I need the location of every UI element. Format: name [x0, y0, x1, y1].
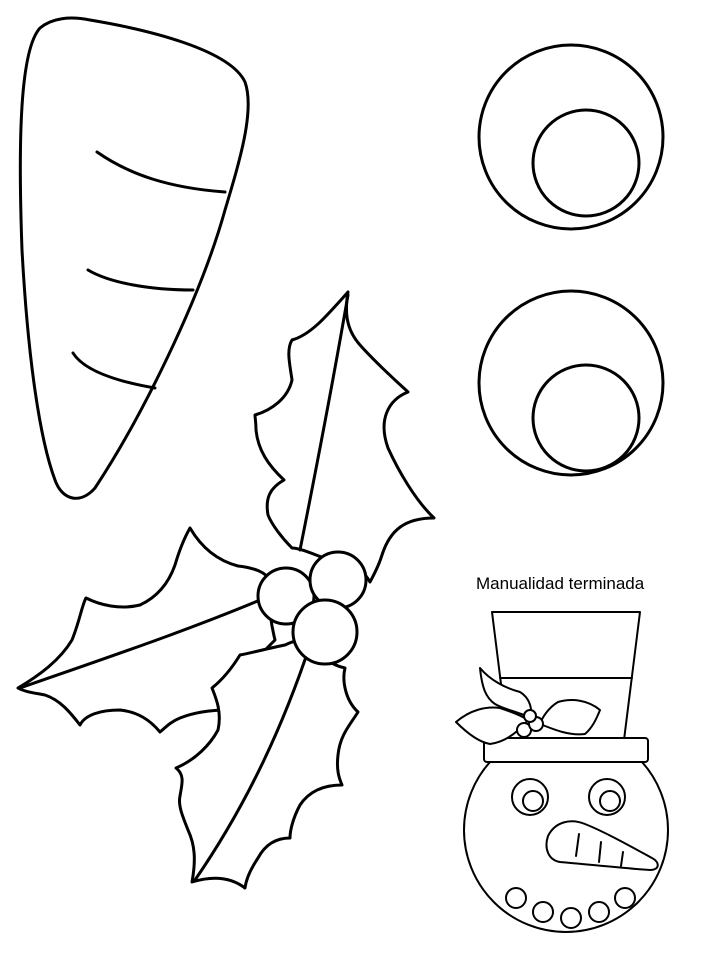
- holly-leaf-lower-vein: [193, 643, 312, 882]
- holly-template: [16, 290, 436, 890]
- holly-berry-3: [291, 598, 359, 666]
- nose-line-2: [598, 841, 602, 863]
- mouth-dot-3: [560, 907, 582, 929]
- snowman-face-craft: [455, 611, 669, 933]
- mouth-dot-2: [532, 901, 554, 923]
- eye-template-bottom: [477, 289, 665, 477]
- eye-left: [511, 778, 549, 816]
- mouth-dot-1: [505, 887, 527, 909]
- finished-craft-caption: Manualidad terminada: [476, 574, 645, 593]
- hat-berry-3: [523, 709, 537, 723]
- mouth-dot-4: [588, 901, 610, 923]
- carrot-nose: [545, 820, 659, 871]
- carrot-line-2: [86, 268, 195, 292]
- holly-leaf-lower: [174, 637, 360, 890]
- hat-brim: [483, 737, 649, 763]
- holly-leaf-left: [16, 526, 277, 734]
- holly-leaf-left-vein: [18, 593, 274, 690]
- eye-right: [588, 778, 626, 816]
- carrot-line-1: [95, 150, 227, 194]
- holly-leaf-upper: [253, 290, 436, 584]
- nose-line-3: [620, 851, 624, 867]
- eye-template-top: [477, 43, 665, 231]
- carrot-line-3: [71, 351, 157, 390]
- holly-leaf-upper-vein: [298, 293, 350, 552]
- nose-line-1: [575, 833, 580, 857]
- carrot-nose-template: [18, 16, 250, 500]
- mouth-dot-5: [614, 887, 636, 909]
